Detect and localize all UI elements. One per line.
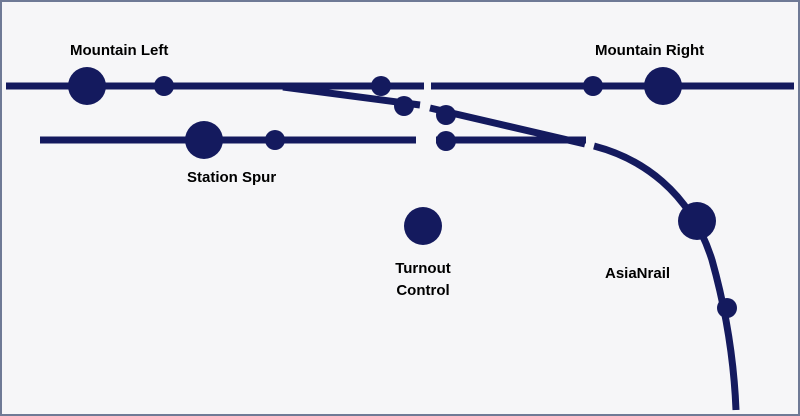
mountain-left-small-signal[interactable] [154,76,174,96]
turnout-control-label-line1: Turnout [395,260,451,277]
mountain-right-small-signal[interactable] [583,76,603,96]
asianrail-label: AsiaNrail [605,265,670,282]
mountain-left-label: Mountain Left [70,42,168,59]
asianrail-large-signal[interactable] [678,202,716,240]
crossover-upper-point[interactable] [436,105,456,125]
turnout-control-button[interactable] [404,207,442,245]
mountain-left-large-signal[interactable] [68,67,106,105]
tracks [6,82,794,411]
labels: Mountain Left Mountain Right Station Spu… [70,42,704,299]
crossover-lower-point[interactable] [436,131,456,151]
station-spur-small-signal[interactable] [265,130,285,150]
station-spur-label: Station Spur [187,169,276,186]
mountain-right-label: Mountain Right [595,42,704,59]
mainline-turnout-point[interactable] [371,76,391,96]
mountain-right-large-signal[interactable] [644,67,682,105]
points [68,67,737,318]
asianrail-curve-track [593,142,740,411]
asianrail-small-signal[interactable] [717,298,737,318]
station-spur-large-signal[interactable] [185,121,223,159]
turnout-control-label-line2: Control [396,282,449,299]
diverging-turnout-point[interactable] [394,96,414,116]
